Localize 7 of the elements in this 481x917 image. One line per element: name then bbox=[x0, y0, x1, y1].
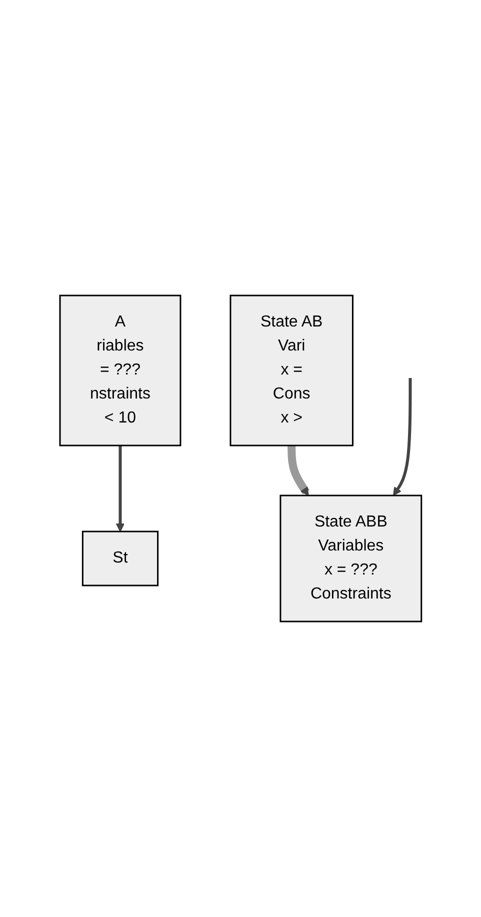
node-box: State AB Vari x = Cons x > bbox=[230, 294, 354, 446]
node-box: A riables = ??? nstraints < 10 bbox=[59, 294, 182, 446]
node-box: State ABB Variables x = ??? Constraints bbox=[280, 494, 422, 622]
arrow bbox=[392, 378, 412, 496]
node-box: St bbox=[82, 530, 158, 586]
arrow bbox=[116, 446, 124, 532]
arrow bbox=[287, 446, 310, 496]
